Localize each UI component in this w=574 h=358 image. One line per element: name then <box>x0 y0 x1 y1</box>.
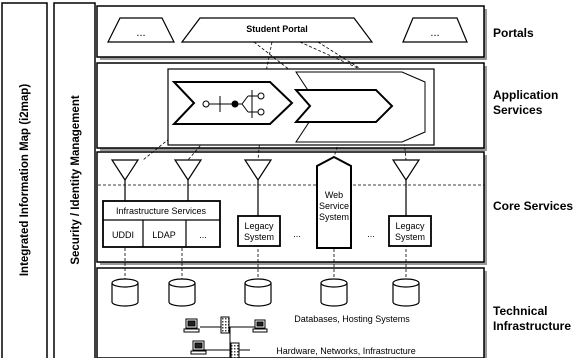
web-service-line2: Service <box>319 201 349 211</box>
database-icon <box>392 278 420 307</box>
technical-infrastructure-layer <box>96 267 487 358</box>
integrated-information-map-label: Integrated Information Map (i2map) <box>19 84 31 276</box>
legacy-system-box-2[interactable] <box>388 215 432 247</box>
web-service-line3: System <box>319 212 349 222</box>
server-icon <box>220 316 230 334</box>
interface-triangle-1 <box>110 159 140 182</box>
service-connector-symbol <box>202 90 265 118</box>
server-icon <box>230 342 240 358</box>
security-identity-management-bar <box>53 2 96 358</box>
database-icon <box>168 278 196 307</box>
legacy-system-1-line2: System <box>244 232 274 242</box>
application-service-chevron[interactable] <box>293 89 394 123</box>
ellipsis-2: ... <box>367 229 375 239</box>
web-service-system-box[interactable] <box>316 155 352 249</box>
ldap-label: LDAP <box>152 230 176 240</box>
databases-hosting-label: Databases, Hosting Systems <box>294 314 410 324</box>
uddi-label: UDDI <box>112 230 134 240</box>
computer-icon <box>252 319 268 333</box>
technical-infrastructure-label-line1: Technical <box>493 304 547 318</box>
student-portal-shape[interactable] <box>180 17 374 43</box>
application-service-outline <box>295 71 426 143</box>
portal-left-shape[interactable] <box>107 17 175 43</box>
interface-triangle-2 <box>173 159 203 182</box>
network-icons <box>183 316 268 358</box>
computer-icon <box>190 340 207 355</box>
portal-right-shape[interactable] <box>402 17 468 43</box>
database-icons <box>111 278 420 307</box>
student-portal-label: Student Portal <box>246 24 308 34</box>
legacy-system-1-line1: Legacy <box>244 221 274 231</box>
interface-triangle-3 <box>243 159 273 182</box>
portals-label: Portals <box>493 26 534 40</box>
infrastructure-services-box[interactable] <box>102 200 221 248</box>
application-services-label-line1: Application <box>493 88 558 102</box>
web-service-line1: Web <box>325 190 343 200</box>
portal-right-label: ... <box>430 27 439 39</box>
application-services-label-line2: Services <box>493 103 543 117</box>
interface-triangle-4 <box>391 159 421 182</box>
infra-more-label: ... <box>199 230 207 240</box>
hardware-networks-label: Hardware, Networks, Infrastructure <box>276 346 416 356</box>
legacy-system-2-line1: Legacy <box>395 221 425 231</box>
infrastructure-services-label: Infrastructure Services <box>116 206 207 216</box>
security-identity-management-label: Security / Identity Management <box>70 95 82 265</box>
legacy-system-2-line2: System <box>395 232 425 242</box>
legacy-system-box-1[interactable] <box>237 215 281 247</box>
ellipsis-1: ... <box>293 229 301 239</box>
database-icon <box>244 278 272 307</box>
integrated-information-map-bar <box>1 2 48 358</box>
portal-left-label: ... <box>136 27 145 39</box>
computer-icon <box>183 318 200 333</box>
technical-infrastructure-label-line2: Infrastructure <box>493 319 571 333</box>
core-services-label: Core Services <box>493 199 573 213</box>
database-icon <box>320 278 348 307</box>
database-icon <box>111 278 139 307</box>
service-interface-triangles <box>110 159 421 216</box>
